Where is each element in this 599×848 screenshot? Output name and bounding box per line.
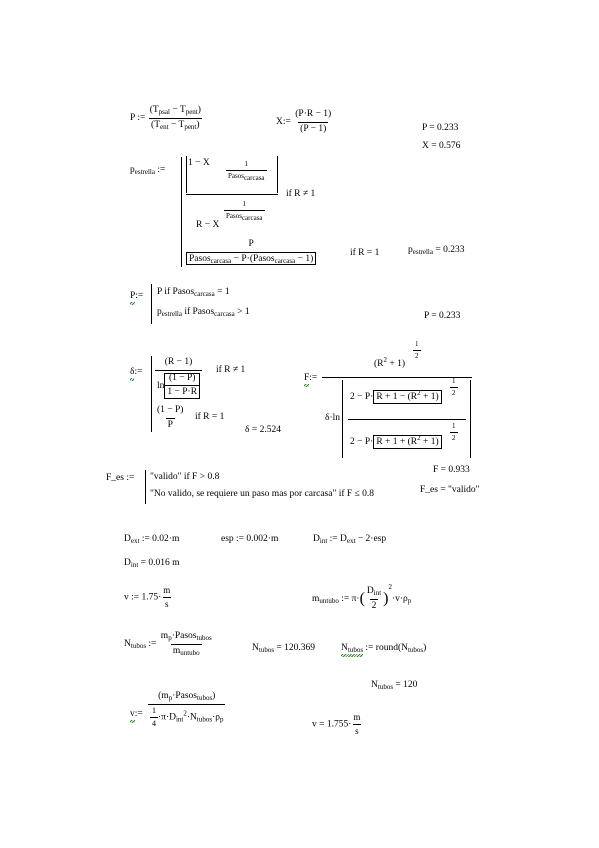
f-den-prefix: δ·ln	[325, 413, 341, 423]
v2-lhs: v:=	[130, 709, 143, 722]
p2-line1: P if Pasoscarcasa = 1	[157, 287, 230, 298]
p-definition[interactable]: P := (Tpsal − Tpent) (Tent − Tpent)	[130, 105, 203, 131]
delta-case2-cond: if R = 1	[195, 412, 225, 422]
ntubos-result: Ntubos = 120.369	[252, 643, 316, 654]
assign-op: :=	[137, 113, 146, 124]
delta-brace	[151, 356, 152, 432]
esp-definition[interactable]: esp := 0.002·m	[221, 534, 279, 544]
f-inner-bar	[348, 419, 466, 420]
delta-case1: (R − 1) ln(1 − P)1 − P·R	[155, 357, 203, 399]
ntubos-round-definition[interactable]: Ntubos := round(Ntubos)	[341, 643, 427, 656]
f-den-bracket	[342, 380, 471, 458]
fes-lhs: F_es :=	[106, 473, 135, 483]
p-lhs: P	[130, 113, 135, 124]
f-row2-exponent: 1 2	[450, 422, 458, 442]
fes-line2: "No valido, se requiere un paso mas por …	[150, 489, 375, 499]
x-result: X = 0.576	[422, 141, 461, 151]
pestrella-lhs: pestrella :=	[130, 165, 166, 176]
x-fraction: (P·R − 1) (P − 1)	[295, 109, 332, 134]
fes-brace	[145, 470, 146, 504]
ntubos-round-result: Ntubos = 120	[371, 680, 418, 691]
pestrella-case1-exp: 1 Pasoscarcasa	[226, 160, 267, 182]
f-row1-exponent: 1 2	[450, 377, 458, 397]
f-row1: 2 − P·R + 1 − (R2 + 1)	[350, 390, 442, 404]
f-row2: 2 − P·R + 1 + (R2 + 1)	[350, 435, 442, 449]
delta-case1-cond: if R ≠ 1	[216, 365, 246, 375]
pestrella-brace	[181, 157, 182, 267]
dint-definition[interactable]: Dint := Dext − 2·esp	[313, 534, 387, 545]
pestrella-case2-cond: if R = 1	[350, 248, 380, 258]
f-lhs: F:=	[304, 373, 318, 386]
pestrella-case1-num: 1 − X	[188, 158, 210, 168]
delta-case2: (1 − P) P	[157, 405, 184, 430]
delta-result: δ = 2.524	[245, 425, 281, 435]
fes-result: F_es = "valido"	[420, 485, 480, 495]
pestrella-case1-den-exp: 1 Pasoscarcasa	[224, 200, 265, 222]
pestrella-case1-paren	[186, 156, 278, 193]
f-main-bar	[322, 377, 472, 378]
pestrella-case1-cond: if R ≠ 1	[286, 189, 316, 199]
pestrella-case2: P Pasoscarcasa − P·(Pasoscarcasa − 1)	[186, 239, 317, 265]
p2-brace	[151, 284, 152, 324]
f-numerator: (R2 + 1)	[374, 356, 406, 369]
delta-lhs: δ:=	[130, 367, 143, 380]
p2-lhs: P:=	[130, 291, 144, 304]
x-definition[interactable]: X:= (P·R − 1) (P − 1)	[276, 109, 332, 134]
p-fraction: (Tpsal − Tpent) (Tent − Tpent)	[149, 105, 202, 131]
pestrella-case1-den: R − X	[196, 220, 220, 230]
f-result: F = 0.933	[433, 465, 470, 475]
p2-line2: pestrella if Pasoscarcasa > 1	[157, 307, 250, 318]
pestrella-case1-bar	[186, 194, 278, 195]
fes-line1: "valido" if F > 0.8	[150, 472, 220, 482]
f-num-exponent: 1 2	[413, 340, 421, 360]
dext-definition[interactable]: Dext := 0.02·m	[124, 534, 180, 545]
pestrella-result: pestrella = 0.233	[408, 245, 465, 256]
p2-result: P = 0.233	[424, 311, 461, 321]
p-result: P = 0.233	[422, 123, 459, 133]
dint-result: Dint = 0.016 m	[124, 558, 180, 569]
